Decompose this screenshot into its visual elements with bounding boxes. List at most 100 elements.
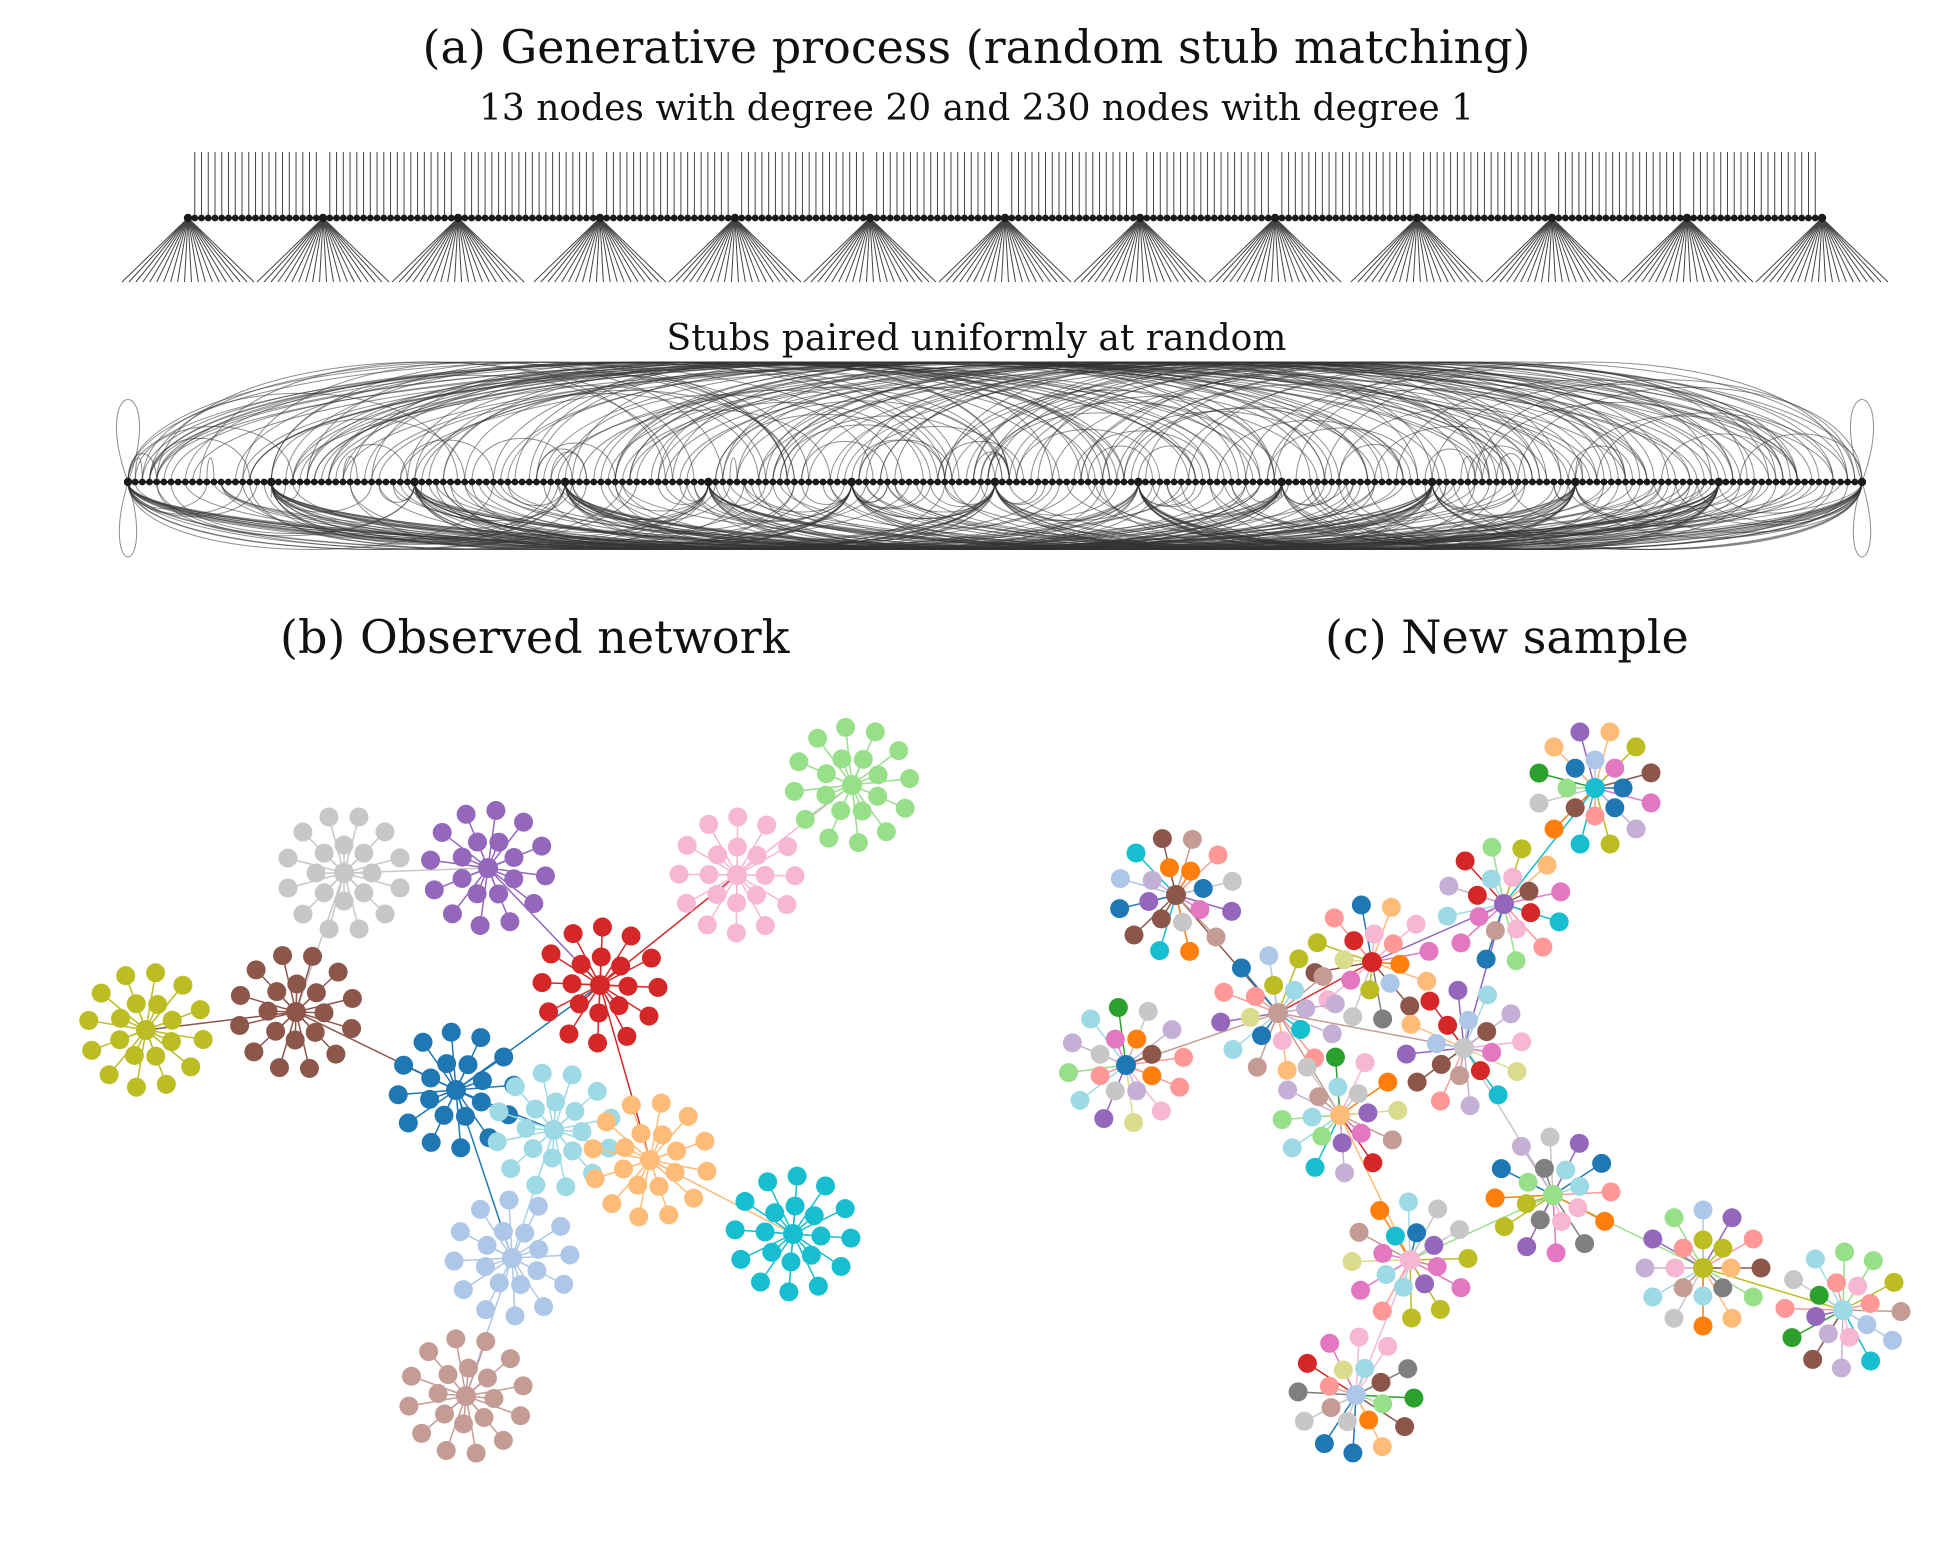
stub-pair-arc <box>414 385 767 483</box>
hub-node <box>1817 213 1827 223</box>
leaf-node <box>1831 1358 1851 1378</box>
leaf-node <box>970 478 977 486</box>
leaf-node <box>400 214 408 222</box>
leaf-node <box>1013 478 1020 486</box>
hub-stub <box>1755 217 1823 283</box>
leaf-node <box>1521 214 1529 222</box>
hub-stub <box>1364 217 1418 283</box>
leaf-node <box>126 994 146 1014</box>
leaf-node <box>1371 478 1379 486</box>
leaf-node <box>783 478 791 486</box>
leaf-node <box>1722 1208 1742 1228</box>
leaf-node <box>1622 214 1630 222</box>
leaf-node <box>1649 214 1657 222</box>
hub-stub <box>533 217 601 283</box>
leaf-node <box>762 478 770 486</box>
leaf-node <box>913 214 921 222</box>
leaf-node <box>1722 1308 1742 1328</box>
stub-pair-arc <box>944 389 1275 483</box>
hub-node <box>1000 213 1010 223</box>
hub-stub <box>1004 217 1030 283</box>
leaf-node <box>306 214 313 222</box>
leaf-node <box>661 478 669 486</box>
leaf-node <box>1102 214 1110 222</box>
hub-node <box>842 775 862 795</box>
leaf-node <box>1395 1417 1415 1437</box>
stub-pair-arc <box>808 361 1741 483</box>
leaf-node <box>1622 478 1629 486</box>
leaf-node <box>776 478 784 486</box>
leaf-node <box>747 885 767 905</box>
hub-stub <box>1222 217 1276 283</box>
stub-pair-arc <box>593 409 831 483</box>
leaf-node <box>474 1407 494 1427</box>
leaf-node <box>1222 871 1242 891</box>
leaf-node <box>1042 214 1049 222</box>
hub-stub <box>1797 217 1823 283</box>
leaf-node <box>1428 1199 1448 1219</box>
leaf-node <box>1857 1315 1877 1335</box>
leaf-node <box>1106 478 1114 486</box>
hub-stub <box>824 217 871 283</box>
hub-stub <box>1004 217 1037 283</box>
stub-pair-arc <box>464 389 795 483</box>
leaf-node <box>437 1054 457 1074</box>
hub-node <box>865 213 875 223</box>
leaf-node <box>368 478 376 486</box>
leaf-node <box>1193 878 1213 898</box>
hub-stub <box>187 217 248 283</box>
cluster <box>1110 829 1242 961</box>
leaf-node <box>1292 478 1300 486</box>
leaf-node <box>238 214 246 222</box>
leaf-node <box>1478 478 1486 486</box>
hub-stub <box>457 217 490 283</box>
cluster <box>421 801 555 935</box>
hub-stub <box>187 217 213 283</box>
stub-pair-arc <box>1130 406 1383 483</box>
leaf-node <box>1420 991 1440 1011</box>
hub-stub <box>599 217 646 283</box>
leaf-node <box>998 478 1006 486</box>
hub-stub <box>869 217 902 283</box>
leaf-node <box>285 214 293 222</box>
leaf-node <box>1460 214 1468 222</box>
leaf-node <box>1142 478 1149 486</box>
leaf-node <box>647 478 655 486</box>
hub-stub <box>277 217 324 283</box>
hub-stub <box>1821 217 1847 283</box>
hub-stub <box>447 217 459 283</box>
leaf-node <box>941 478 949 486</box>
hub-stub <box>1357 217 1418 283</box>
hub-stub <box>1378 217 1418 283</box>
hub-stub <box>734 217 795 283</box>
leaf-node <box>1613 778 1633 798</box>
leaf-node <box>1355 1053 1375 1073</box>
leaf-node <box>1506 951 1526 971</box>
leaf-node <box>755 865 775 885</box>
hub-stub <box>135 217 189 283</box>
leaf-node <box>1159 858 1179 878</box>
hub-node <box>990 477 1000 487</box>
leaf-node <box>1743 1229 1763 1249</box>
hub-stub <box>1139 217 1145 283</box>
hub-stub <box>838 217 871 283</box>
leaf-node <box>1124 1112 1144 1132</box>
stub-pair-arc <box>471 438 573 483</box>
leaf-node <box>450 1222 470 1242</box>
stub-pair-arc <box>1087 445 1154 483</box>
leaf-node <box>1396 1044 1416 1064</box>
hub-stub <box>1236 217 1276 283</box>
leaf-node <box>1514 478 1522 486</box>
leaf-node <box>727 893 747 913</box>
leaf-node <box>305 1022 325 1042</box>
leaf-node <box>472 1071 492 1091</box>
leaf-node <box>470 915 490 935</box>
leaf-node <box>562 974 582 994</box>
leaf-node <box>640 478 648 486</box>
leaf-node <box>1343 1007 1363 1027</box>
leaf-node <box>124 1045 144 1065</box>
leaf-node <box>1641 793 1661 813</box>
hub-stub <box>703 217 736 283</box>
leaf-node <box>765 214 773 222</box>
leaf-node <box>1366 214 1374 222</box>
